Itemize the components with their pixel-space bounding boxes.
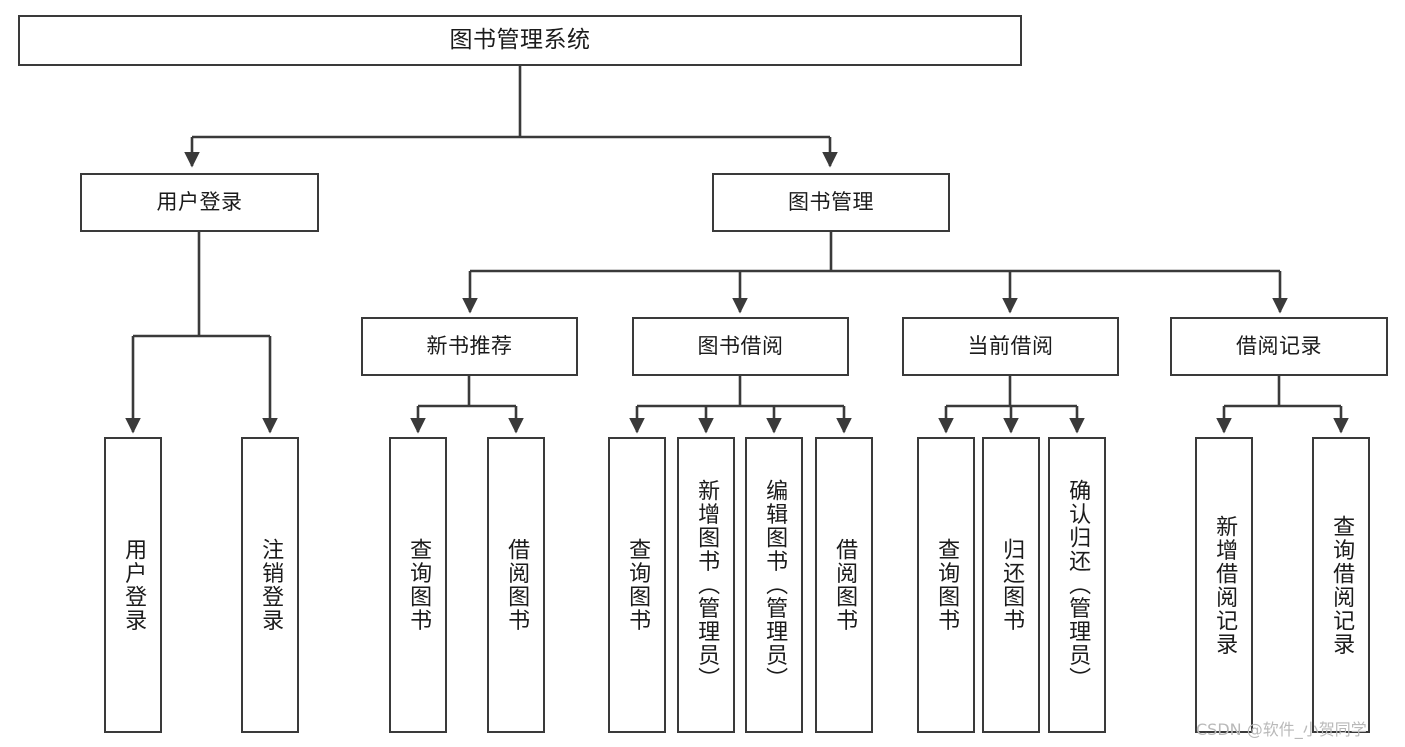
node-leaf-borrow-book-1[interactable]: 借阅图书 [487,437,545,733]
node-leaf-add-book[interactable]: 新增图书（管理员） [677,437,735,733]
node-leaf-query-book-2[interactable]: 查询图书 [608,437,666,733]
node-label: 借阅记录 [1236,334,1322,359]
node-label: 图书借阅 [697,334,784,359]
node-leaf-query-book-1[interactable]: 查询图书 [389,437,447,733]
node-leaf-borrow-book-2[interactable]: 借阅图书 [815,437,873,733]
node-user-login[interactable]: 用户登录 [80,173,319,232]
node-book-borrow[interactable]: 图书借阅 [632,317,849,376]
node-leaf-return-book[interactable]: 归还图书 [982,437,1040,733]
node-label: 归还图书 [999,538,1025,632]
node-label: 用户登录 [121,538,147,632]
node-label: 图书管理系统 [449,26,591,53]
node-book-manage[interactable]: 图书管理 [712,173,950,232]
node-label: 查询图书 [625,538,651,632]
node-current-borrow[interactable]: 当前借阅 [902,317,1119,376]
node-label: 借阅图书 [504,538,530,632]
node-label: 查询图书 [406,538,432,632]
node-leaf-query-record[interactable]: 查询借阅记录 [1312,437,1370,733]
node-leaf-logout[interactable]: 注销登录 [241,437,299,733]
node-label: 图书管理 [788,190,874,215]
node-root-system[interactable]: 图书管理系统 [18,15,1022,66]
node-label: 查询借阅记录 [1329,514,1355,656]
node-label: 新增图书（管理员） [694,479,720,691]
node-label: 编辑图书（管理员） [762,479,788,691]
node-label: 新增借阅记录 [1212,514,1238,656]
node-label: 新书推荐 [426,334,513,359]
node-label: 注销登录 [258,538,284,632]
node-leaf-add-record[interactable]: 新增借阅记录 [1195,437,1253,733]
node-borrow-record[interactable]: 借阅记录 [1170,317,1388,376]
node-label: 确认归还（管理员） [1065,479,1091,691]
node-leaf-query-book-3[interactable]: 查询图书 [917,437,975,733]
node-label: 当前借阅 [967,334,1054,359]
node-leaf-edit-book[interactable]: 编辑图书（管理员） [745,437,803,733]
node-leaf-confirm-return[interactable]: 确认归还（管理员） [1048,437,1106,733]
node-leaf-user-login[interactable]: 用户登录 [104,437,162,733]
node-label: 借阅图书 [832,538,858,632]
watermark-text: CSDN @软件_小贺同学 [1196,720,1367,739]
node-label: 查询图书 [934,538,960,632]
node-new-book-recommend[interactable]: 新书推荐 [361,317,578,376]
node-label: 用户登录 [156,190,243,215]
